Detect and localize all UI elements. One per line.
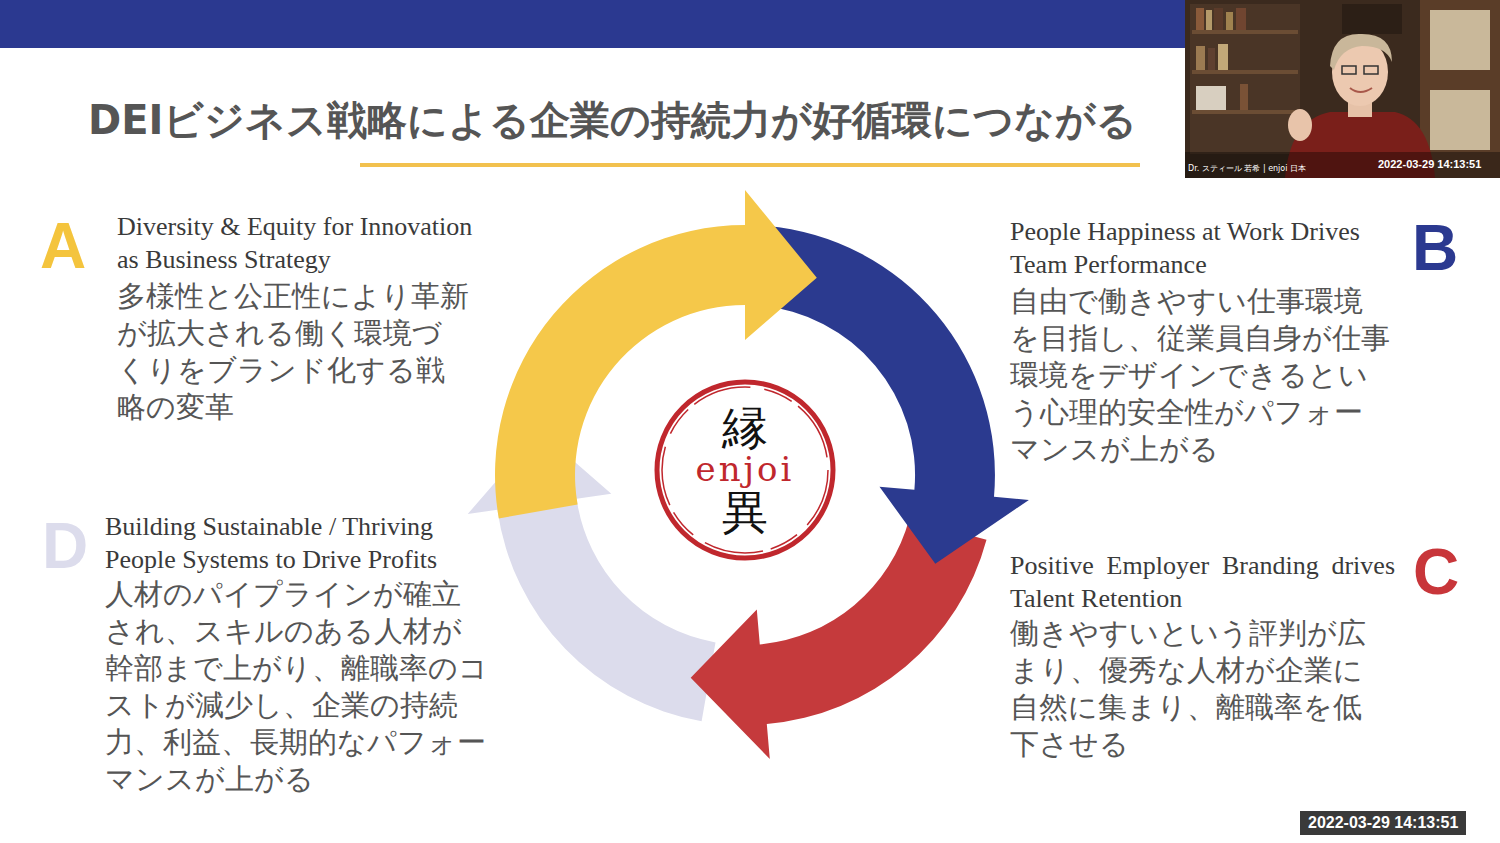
webcam-overlay xyxy=(1185,0,1500,178)
quadrant-body: 多様性と公正性により革新が拡大される働く環境づくりをブランド化する戦略の変革 xyxy=(117,278,469,426)
quadrant-heading: Positive Employer Branding drives Talent… xyxy=(1010,549,1395,615)
quadrant-heading: Diversity & Equity for Innovation as Bus… xyxy=(117,210,487,276)
quadrant-letter: D xyxy=(42,514,88,578)
logo-circle: 縁enjoi異 xyxy=(650,375,840,565)
quadrant-body: 働きやすいという評判が広まり、優秀な人材が企業に自然に集まり、離職率を低下させる xyxy=(1010,615,1390,763)
quadrant-heading: People Happiness at Work Drives Team Per… xyxy=(1010,215,1400,281)
quadrant-body: 自由で働きやすい仕事環境を目指し、従業員自身が仕事環境をデザインできるという心理… xyxy=(1010,283,1390,468)
video-timestamp: 2022-03-29 14:13:51 xyxy=(1300,811,1466,835)
quadrant-body: 人材のパイプラインが確立され、スキルのある人材が幹部まで上がり、離職率のコストが… xyxy=(105,576,490,798)
logo-text: 異 xyxy=(722,488,768,536)
speaker-name: Dr. スティール 若希 | enjoi 日本 xyxy=(1188,163,1306,174)
quadrant-letter: C xyxy=(1413,540,1459,604)
webcam-timestamp: 2022-03-29 14:13:51 xyxy=(1378,158,1481,170)
logo-text: enjoi xyxy=(696,452,795,488)
quadrant-heading: Building Sustainable / Thriving People S… xyxy=(105,510,475,576)
slide-title: DEIビジネス戦略による企業の持続力が好循環につながる xyxy=(88,96,1137,144)
title-underline xyxy=(360,163,1140,167)
quadrant-letter: A xyxy=(40,214,86,278)
quadrant-letter: B xyxy=(1412,216,1458,280)
logo-text: 縁 xyxy=(722,404,768,452)
